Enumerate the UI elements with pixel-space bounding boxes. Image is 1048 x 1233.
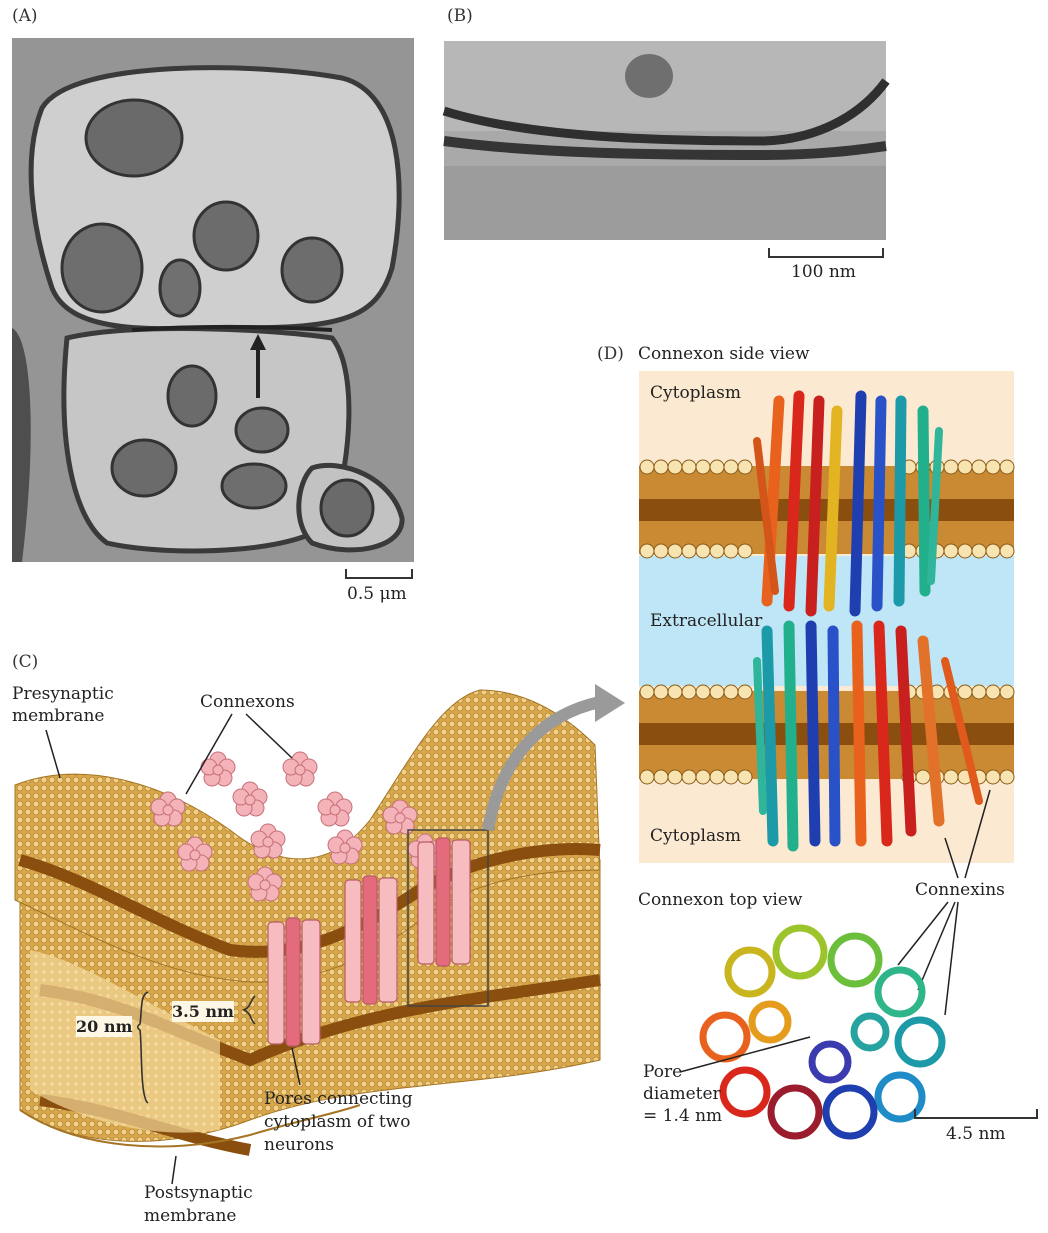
membrane-thickness-label: 20 nm: [76, 1016, 133, 1037]
connexon-flowers: [150, 751, 443, 902]
postsynaptic-label-line-2: membrane: [144, 1206, 237, 1226]
pore-label-line-2: diameter: [643, 1084, 721, 1104]
connexons-label: Connexons: [200, 692, 295, 712]
presynaptic-label-line-1: Presynaptic: [12, 684, 114, 704]
panel-b-scale-bar: [768, 248, 884, 258]
lower-membrane-bilayer: [639, 684, 1015, 785]
connexon-side-view: [639, 371, 1015, 863]
pore-label-line-3: = 1.4 nm: [643, 1106, 723, 1126]
pores-label-line-2: cytoplasm of two: [264, 1112, 411, 1132]
connexon-top-view: [679, 924, 946, 1140]
zoom-arrow: [482, 696, 602, 832]
zoom-box: [407, 829, 489, 1007]
panel-a-label: (A): [12, 6, 38, 26]
extracellular-label: Extracellular: [650, 611, 763, 631]
cytoplasm-bottom-label: Cytoplasm: [650, 826, 741, 846]
pores-label-line-3: neurons: [264, 1135, 334, 1155]
connexins-label: Connexins: [915, 880, 1005, 900]
cytoplasm-top-label: Cytoplasm: [650, 383, 741, 403]
panel-d-scale-label: 4.5 nm: [946, 1124, 1006, 1144]
presynaptic-label-line-2: membrane: [12, 706, 105, 726]
panel-b-scale-label: 100 nm: [791, 262, 856, 282]
lower-hemichannel: [753, 620, 983, 852]
panel-b-label: (B): [447, 6, 473, 26]
pores-label-line-1: Pores connecting: [264, 1089, 413, 1109]
panel-c-label: (C): [12, 652, 39, 672]
panel-a-scale-label: 0.5 μm: [347, 584, 407, 604]
upper-hemichannel: [753, 390, 943, 617]
top-view-title: Connexon top view: [638, 890, 803, 910]
gap-width-label: 3.5 nm: [172, 1001, 234, 1022]
postsynaptic-label-line-1: Postsynaptic: [144, 1183, 253, 1203]
panel-b-micrograph: [442, 41, 890, 240]
pore-label-line-1: Pore: [643, 1062, 683, 1082]
panel-a-micrograph: [12, 38, 414, 562]
panel-d-label: (D): [597, 344, 624, 364]
panel-a-scale-bar: [345, 569, 413, 579]
panel-d-scale-bar: [914, 1109, 1038, 1119]
panel-d-title: Connexon side view: [638, 344, 810, 364]
pore-channels: [267, 837, 471, 1047]
